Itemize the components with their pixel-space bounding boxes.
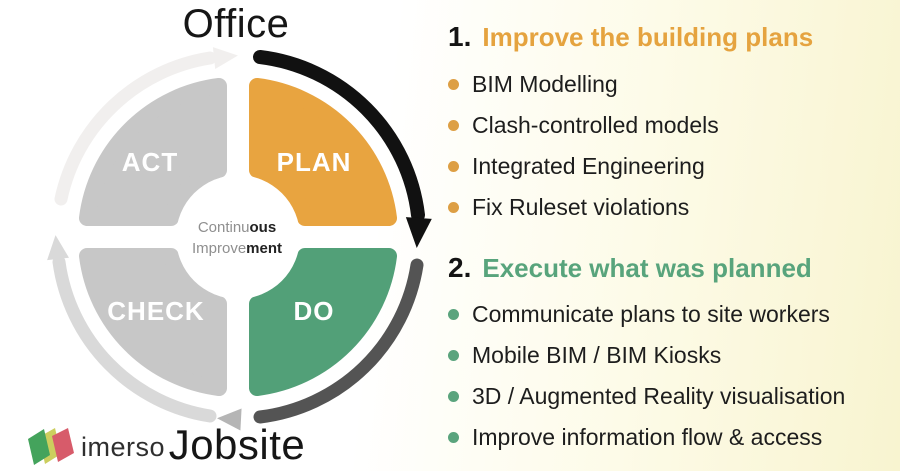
imerso-logo-icon (28, 428, 74, 465)
bullet-dot-icon (448, 79, 459, 90)
quadrant-do (249, 248, 397, 396)
bullet-dot-icon (448, 432, 459, 443)
cycle-arrowhead-right (405, 217, 432, 248)
list-item-label: Integrated Engineering (472, 153, 705, 179)
pdca-wheel: ACT PLAN CHECK DO Continuous Improvement (47, 47, 432, 431)
bullet-dot-icon (448, 350, 459, 361)
list-item: Mobile BIM / BIM Kiosks (448, 335, 900, 376)
center-hub (176, 175, 300, 299)
cycle-arrowhead-left (47, 235, 69, 261)
section-1-number: 1. (448, 21, 472, 52)
list-item-label: Improve information flow & access (472, 424, 823, 450)
imerso-logo: imerso (26, 427, 165, 467)
cycle-arc-bottom-left (52, 255, 217, 423)
cycle-arc-top-left (54, 51, 217, 206)
section-2-title: Execute what was planned (482, 253, 812, 283)
cycle-arc-top-right (253, 50, 425, 222)
list-item-label: Fix Ruleset violations (472, 194, 690, 220)
list-item: Improve information flow & access (448, 417, 900, 458)
list-item: Integrated Engineering (448, 146, 900, 187)
jobsite-label: Jobsite (168, 421, 306, 468)
cycle-arc-bottom-right (253, 258, 424, 424)
bullet-dot-icon (448, 391, 459, 402)
quadrant-plan (249, 78, 397, 226)
cycle-arrowhead-top (212, 47, 238, 69)
bullet-dot-icon (448, 120, 459, 131)
quadrant-act (79, 78, 227, 226)
list-item: Communicate plans to site workers (448, 294, 900, 335)
section-2-list: Communicate plans to site workers Mobile… (448, 294, 900, 458)
list-item: 3D / Augmented Reality visualisation (448, 376, 900, 417)
list-item-label: BIM Modelling (472, 71, 618, 97)
quadrant-do-label: DO (294, 296, 335, 326)
section-2-header: 2. Execute what was planned (448, 251, 900, 285)
right-panel: 1. Improve the building plans BIM Modell… (448, 0, 900, 458)
section-1-title: Improve the building plans (482, 22, 814, 52)
bullet-dot-icon (448, 161, 459, 172)
bullet-dot-icon (448, 309, 459, 320)
list-item: BIM Modelling (448, 64, 900, 105)
section-2-number: 2. (448, 252, 472, 283)
center-text-line1: Continuous (198, 219, 276, 236)
quadrant-check (79, 248, 227, 396)
list-item-label: Mobile BIM / BIM Kiosks (472, 342, 722, 368)
list-item: Clash-controlled models (448, 105, 900, 146)
logo-leaf-green (28, 429, 50, 465)
logo-leaf-red (52, 428, 74, 462)
office-label: Office (182, 2, 290, 46)
imerso-logo-text: imerso (81, 431, 166, 462)
quadrant-act-label: ACT (122, 147, 178, 177)
list-item-label: Communicate plans to site workers (472, 301, 830, 327)
cycle-arrowhead-bottom (217, 408, 242, 431)
center-text-line2: Improvement (192, 240, 282, 257)
list-item: Fix Ruleset violations (448, 187, 900, 228)
quadrant-plan-label: PLAN (277, 147, 352, 177)
section-1-header: 1. Improve the building plans (448, 20, 900, 54)
section-1-list: BIM Modelling Clash-controlled models In… (448, 64, 900, 228)
list-item-label: Clash-controlled models (472, 112, 719, 138)
list-item-label: 3D / Augmented Reality visualisation (472, 383, 846, 409)
bullet-dot-icon (448, 202, 459, 213)
quadrant-check-label: CHECK (107, 296, 204, 326)
